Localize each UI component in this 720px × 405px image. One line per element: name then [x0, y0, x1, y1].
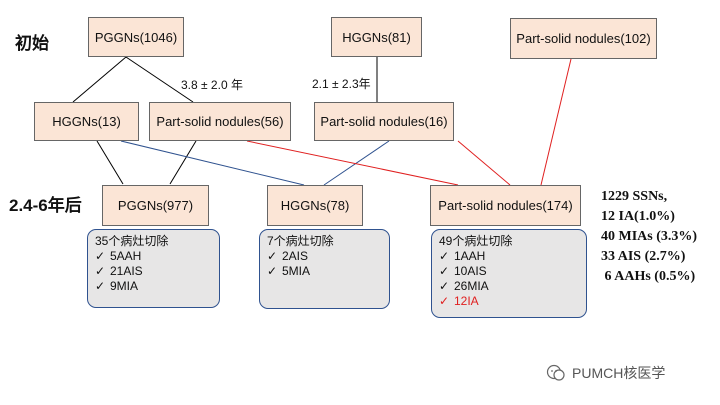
interval-left: 3.8 ± 2.0 年	[181, 78, 243, 92]
watermark-text: PUMCH核医学	[572, 365, 666, 381]
list-item: ✓26MIA	[439, 279, 489, 293]
stat-line: 6 AAHs (0.5%)	[601, 269, 696, 284]
node-hggns-78: HGGNs(78)	[267, 185, 363, 226]
resection-panel-left: 35个病灶切除 ✓5AAH ✓21AIS ✓9MIA	[87, 229, 220, 308]
check-icon: ✓	[439, 294, 450, 308]
list-item: ✓5MIA	[267, 264, 311, 278]
check-icon: ✓	[95, 264, 106, 278]
list-item: ✓2AIS	[267, 249, 309, 263]
check-icon: ✓	[439, 279, 450, 293]
check-icon: ✓	[439, 249, 450, 263]
list-item: ✓1AAH	[439, 249, 486, 263]
link-hggns13-to-pggns977	[96, 140, 124, 185]
node-pggns-1046: PGGNs(1046)	[88, 17, 184, 57]
check-icon: ✓	[95, 279, 106, 293]
resection-panel-right: 49个病灶切除 ✓1AAH ✓10AIS ✓26MIA ✓12IA	[431, 229, 587, 318]
row-label-followup: 2.4-6年后	[9, 196, 82, 215]
interval-mid: 2.1 ± 2.3年	[312, 77, 371, 91]
node-part-solid-16: Part-solid nodules(16)	[314, 102, 454, 141]
node-hggns-13: HGGNs(13)	[34, 102, 139, 141]
link-pggns-to-hggns13	[72, 56, 127, 103]
stat-line: 40 MIAs (3.3%)	[601, 229, 698, 244]
node-part-solid-56: Part-solid nodules(56)	[149, 102, 291, 141]
list-item: ✓21AIS	[95, 264, 143, 278]
node-hggns-81: HGGNs(81)	[331, 17, 422, 57]
stat-line: 33 AIS (2.7%)	[601, 249, 686, 264]
list-item: ✓10AIS	[439, 264, 487, 278]
link-pggns-to-partsolid56	[125, 56, 194, 103]
list-item-highlighted: ✓12IA	[439, 294, 479, 308]
node-part-solid-102: Part-solid nodules(102)	[510, 18, 657, 59]
panel-title: 49个病灶切除	[439, 234, 513, 248]
list-item: ✓5AAH	[95, 249, 142, 263]
link-partsolid56-to-partsolid174	[246, 140, 459, 186]
node-part-solid-174: Part-solid nodules(174)	[430, 185, 581, 226]
resection-panel-mid: 7个病灶切除 ✓2AIS ✓5MIA	[259, 229, 390, 309]
wechat-icon	[546, 364, 565, 381]
panel-title: 35个病灶切除	[95, 234, 169, 248]
link-partsolid16-to-partsolid174	[457, 140, 511, 186]
check-icon: ✓	[267, 264, 278, 278]
link-hggns13-to-hggns78	[120, 140, 305, 186]
watermark: PUMCH核医学	[546, 363, 665, 383]
panel-title: 7个病灶切除	[267, 234, 334, 248]
link-partsolid56-to-pggns977	[169, 140, 197, 185]
link-partsolid102-to-partsolid174	[540, 58, 572, 186]
link-partsolid16-to-hggns78	[323, 140, 390, 186]
summary-stats: 1229 SSNs, 12 IA(1.0%) 40 MIAs (3.3%) 33…	[601, 187, 697, 287]
check-icon: ✓	[439, 264, 450, 278]
list-item: ✓9MIA	[95, 279, 139, 293]
node-pggns-977: PGGNs(977)	[102, 185, 209, 226]
check-icon: ✓	[267, 249, 278, 263]
stat-line: 1229 SSNs,	[601, 189, 668, 204]
row-label-initial: 初始	[15, 34, 49, 53]
stat-line: 12 IA(1.0%)	[601, 209, 675, 224]
check-icon: ✓	[95, 249, 106, 263]
